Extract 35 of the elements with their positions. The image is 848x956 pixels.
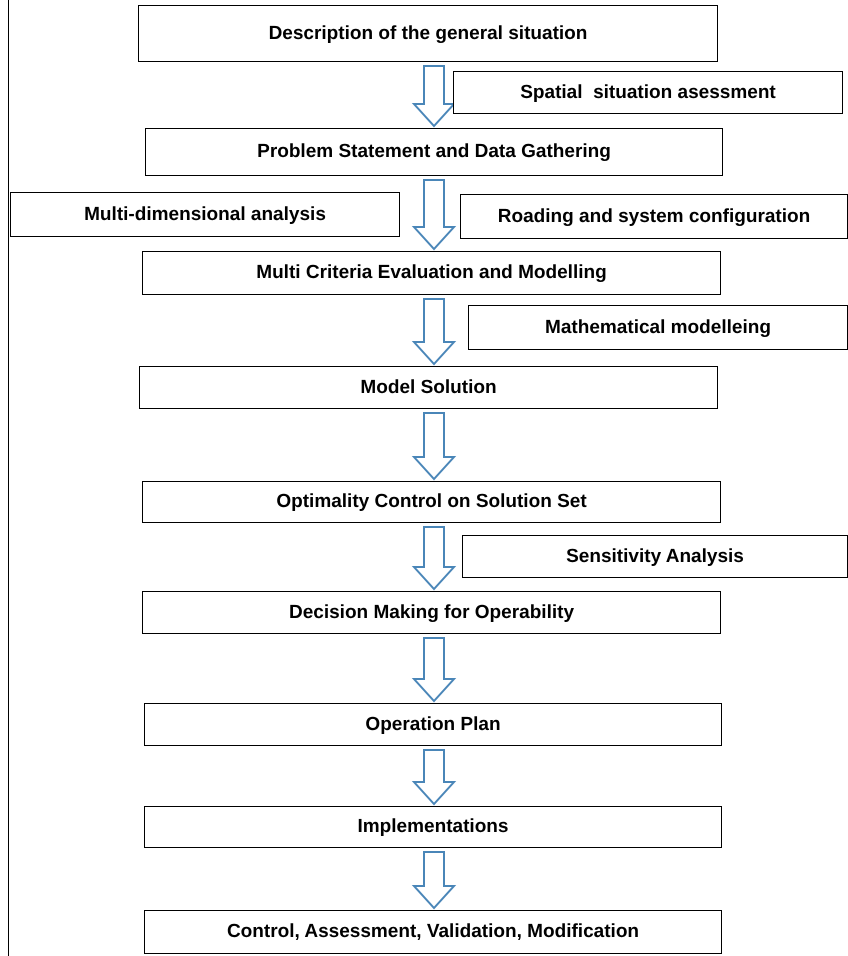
process-box xyxy=(144,703,722,746)
box-label: Optimality Control on Solution Set xyxy=(276,490,587,514)
process-box xyxy=(142,481,721,523)
box-label: Multi Criteria Evaluation and Modelling xyxy=(256,261,607,285)
box-label: Description of the general situation xyxy=(268,22,588,46)
process-box xyxy=(145,128,723,176)
process-box xyxy=(453,71,843,114)
process-box xyxy=(144,806,722,848)
process-box xyxy=(460,194,848,239)
block-arrow xyxy=(412,298,456,366)
process-box xyxy=(468,305,848,350)
box-label: Multi-dimensional analysis xyxy=(84,202,326,226)
box-label: Spatial situation asessment xyxy=(520,80,776,104)
process-box xyxy=(462,535,848,578)
block-arrow xyxy=(412,851,456,910)
box-label: Problem Statement and Data Gathering xyxy=(257,140,611,164)
box-label: Operation Plan xyxy=(365,712,501,736)
box-label: Mathematical modelleing xyxy=(545,316,771,340)
process-box xyxy=(138,5,718,62)
block-arrow xyxy=(412,749,456,806)
block-arrow xyxy=(412,179,456,250)
box-label: Roading and system configuration xyxy=(498,204,810,228)
block-arrow xyxy=(412,526,456,590)
box-label: Model Solution xyxy=(360,376,497,400)
process-box xyxy=(10,192,400,237)
process-box xyxy=(144,910,722,954)
box-label: Implementations xyxy=(358,815,508,839)
process-box xyxy=(142,591,721,634)
process-box xyxy=(139,366,718,409)
block-arrow xyxy=(412,637,456,702)
process-box xyxy=(142,251,721,295)
block-arrow xyxy=(412,412,456,480)
box-label: Sensitivity Analysis xyxy=(566,544,744,568)
box-label: Control, Assessment, Validation, Modification xyxy=(226,920,640,944)
box-label: Decision Making for Operability xyxy=(288,600,574,624)
